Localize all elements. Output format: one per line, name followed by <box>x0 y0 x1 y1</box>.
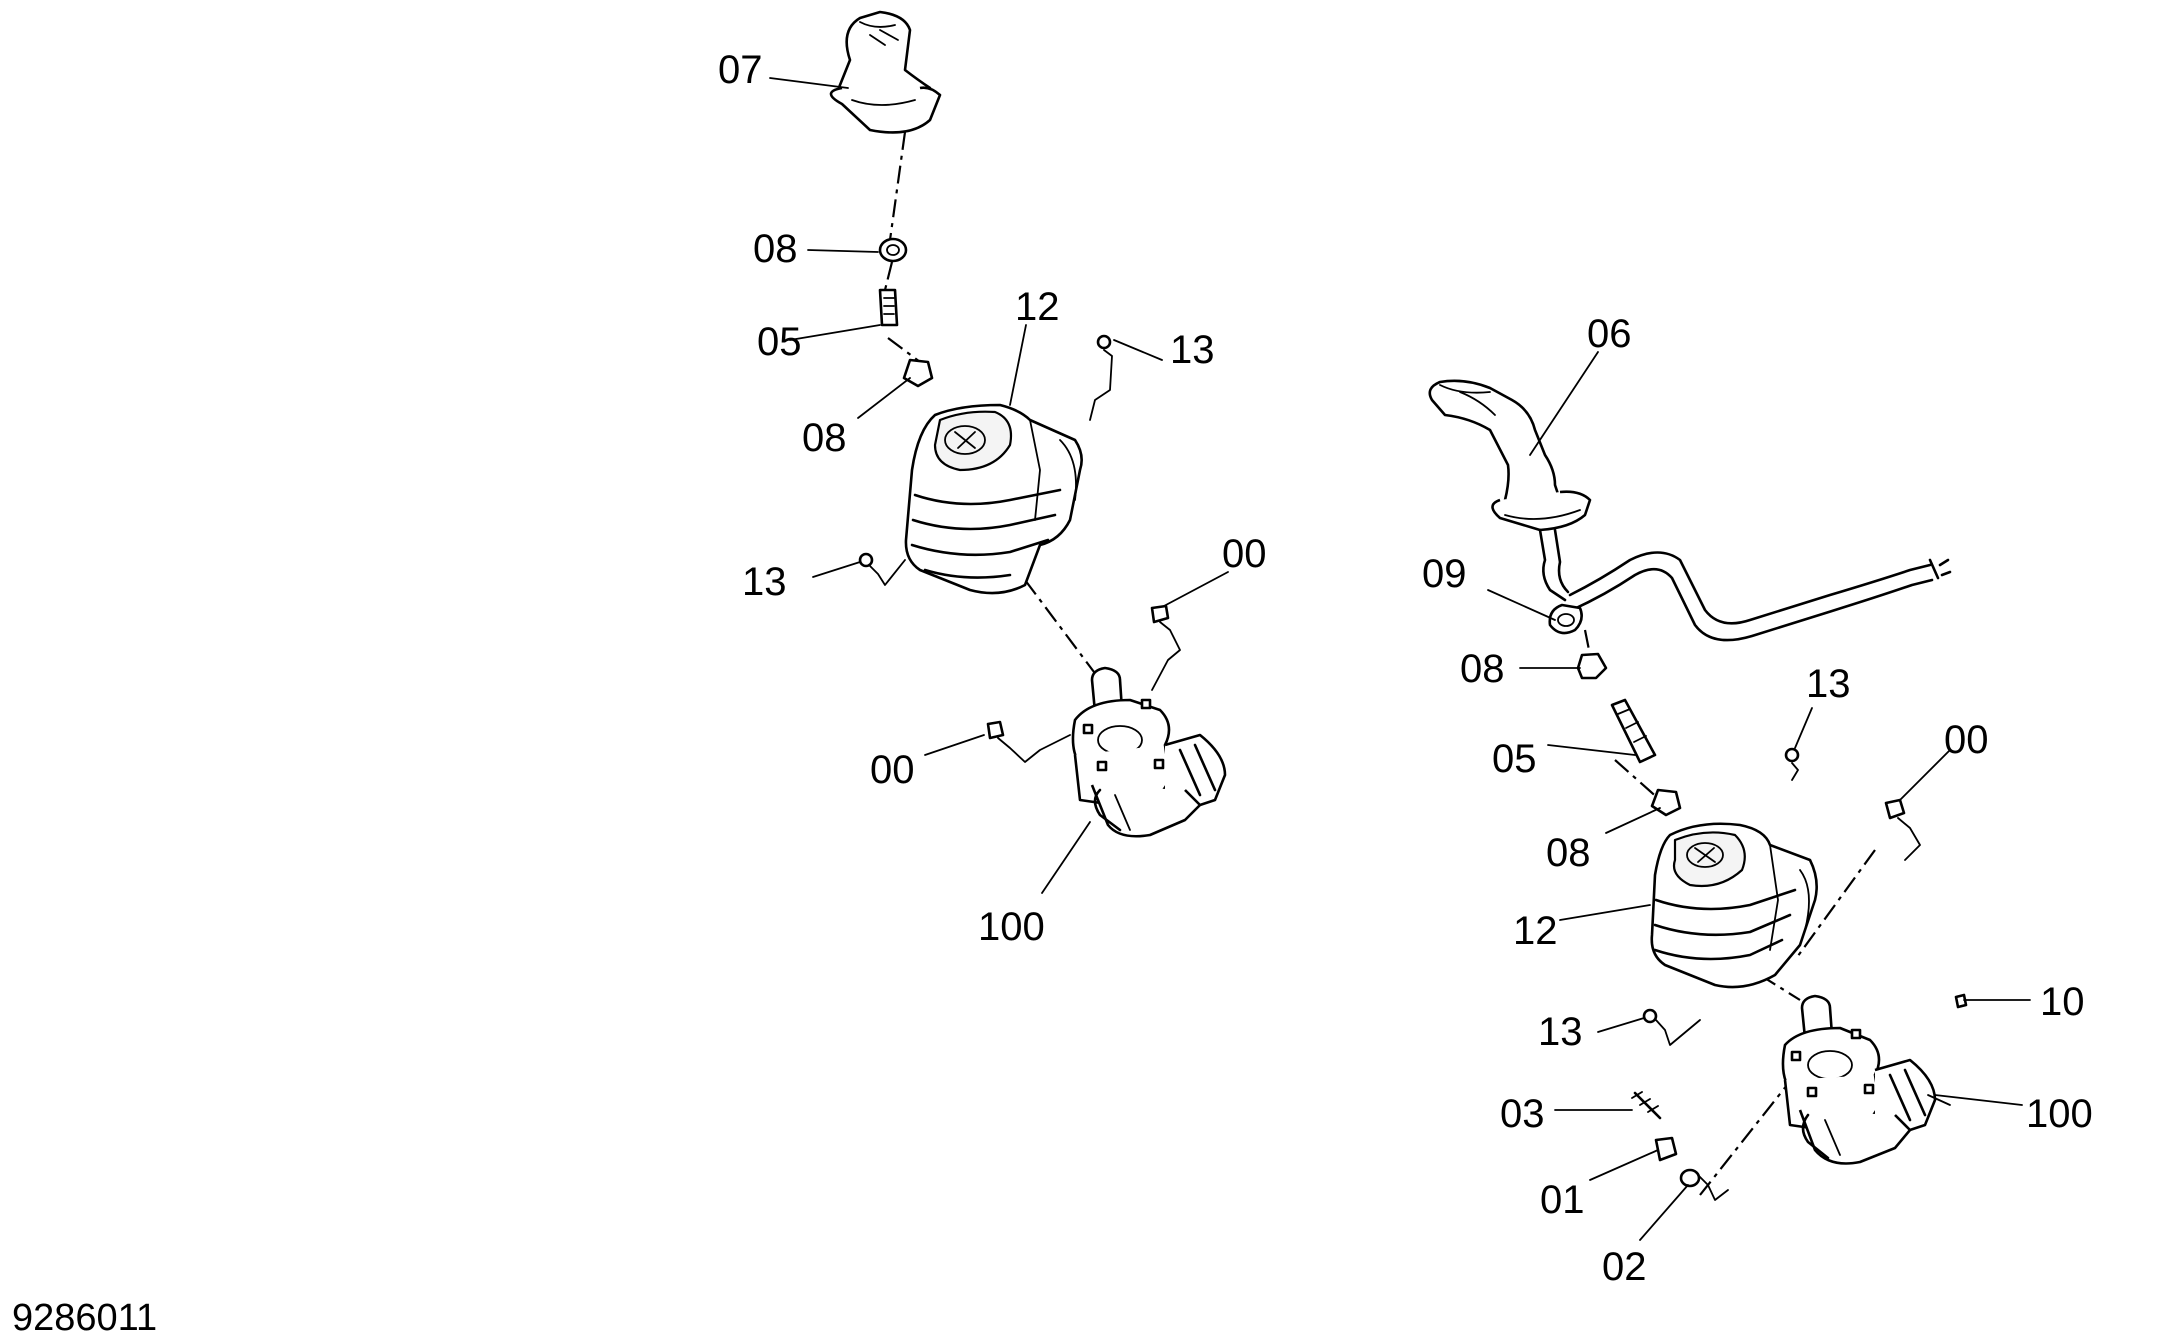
right-screw-10 <box>1954 993 1968 1009</box>
callout-left-00-left: 00 <box>870 748 915 792</box>
left-nut-08-upper <box>878 237 908 263</box>
left-rod-05 <box>878 288 899 327</box>
callout-left-00-right: 00 <box>1222 532 1267 576</box>
callout-right-02: 02 <box>1602 1245 1647 1289</box>
callout-right-03: 03 <box>1500 1092 1545 1136</box>
right-pilot-valve-100 <box>1781 994 1937 1165</box>
right-joystick-assembly: 06 09 08 05 13 00 08 12 13 10 03 100 01 … <box>1422 312 2093 1289</box>
callout-right-10: 10 <box>2040 980 2085 1024</box>
right-pin-03 <box>1631 1091 1662 1120</box>
callout-right-13-upper: 13 <box>1806 662 1851 706</box>
callout-right-05: 05 <box>1492 737 1537 781</box>
right-washer-02 <box>1679 1168 1729 1201</box>
right-screw-13-lower <box>1642 1008 1701 1046</box>
left-bolt-00-left <box>986 720 1071 763</box>
right-bolt-00 <box>1884 798 1921 861</box>
right-rod-05 <box>1610 698 1657 764</box>
left-pilot-valve-100 <box>1071 666 1227 838</box>
right-grip-06 <box>1428 379 1592 532</box>
callout-left-08-upper: 08 <box>753 227 798 271</box>
callout-right-09: 09 <box>1422 552 1467 596</box>
callout-left-12: 12 <box>1015 285 1060 329</box>
callout-right-12: 12 <box>1513 909 1558 953</box>
left-joystick-assembly: 07 08 05 08 12 13 13 00 00 100 <box>718 10 1267 949</box>
callout-right-01: 01 <box>1540 1178 1585 1222</box>
right-screw-13-upper <box>1784 747 1800 781</box>
left-screw-13-upper <box>1089 334 1113 421</box>
callout-left-13-upper: 13 <box>1170 328 1215 372</box>
callout-right-00: 00 <box>1944 718 1989 762</box>
left-screw-13-lower <box>858 552 906 586</box>
callout-right-100: 100 <box>2026 1092 2093 1136</box>
right-cable <box>1538 528 1952 642</box>
left-boot-12 <box>904 403 1083 595</box>
callout-left-05: 05 <box>757 320 802 364</box>
callout-left-07: 07 <box>718 48 763 92</box>
right-clamp-09 <box>1548 603 1583 635</box>
callout-left-13-lower: 13 <box>742 560 787 604</box>
figure-number: 9286011 <box>12 1297 157 1339</box>
callout-right-06: 06 <box>1587 312 1632 356</box>
left-knob-07 <box>829 10 942 134</box>
right-leader-lines <box>1487 351 2031 1241</box>
right-boot-12 <box>1650 822 1818 989</box>
callout-right-13-lower: 13 <box>1538 1010 1583 1054</box>
callout-left-100: 100 <box>978 905 1045 949</box>
callout-right-08-lower: 08 <box>1546 831 1591 875</box>
right-nut-08-lower <box>1650 788 1682 817</box>
callout-right-08-upper: 08 <box>1460 647 1505 691</box>
left-nut-08-lower <box>902 358 934 388</box>
right-bolt-01 <box>1654 1136 1678 1162</box>
right-nut-08-upper <box>1576 652 1608 680</box>
left-leader-lines <box>769 77 1229 894</box>
left-bolt-00-right <box>1150 604 1181 691</box>
callout-left-08-lower: 08 <box>802 416 847 460</box>
